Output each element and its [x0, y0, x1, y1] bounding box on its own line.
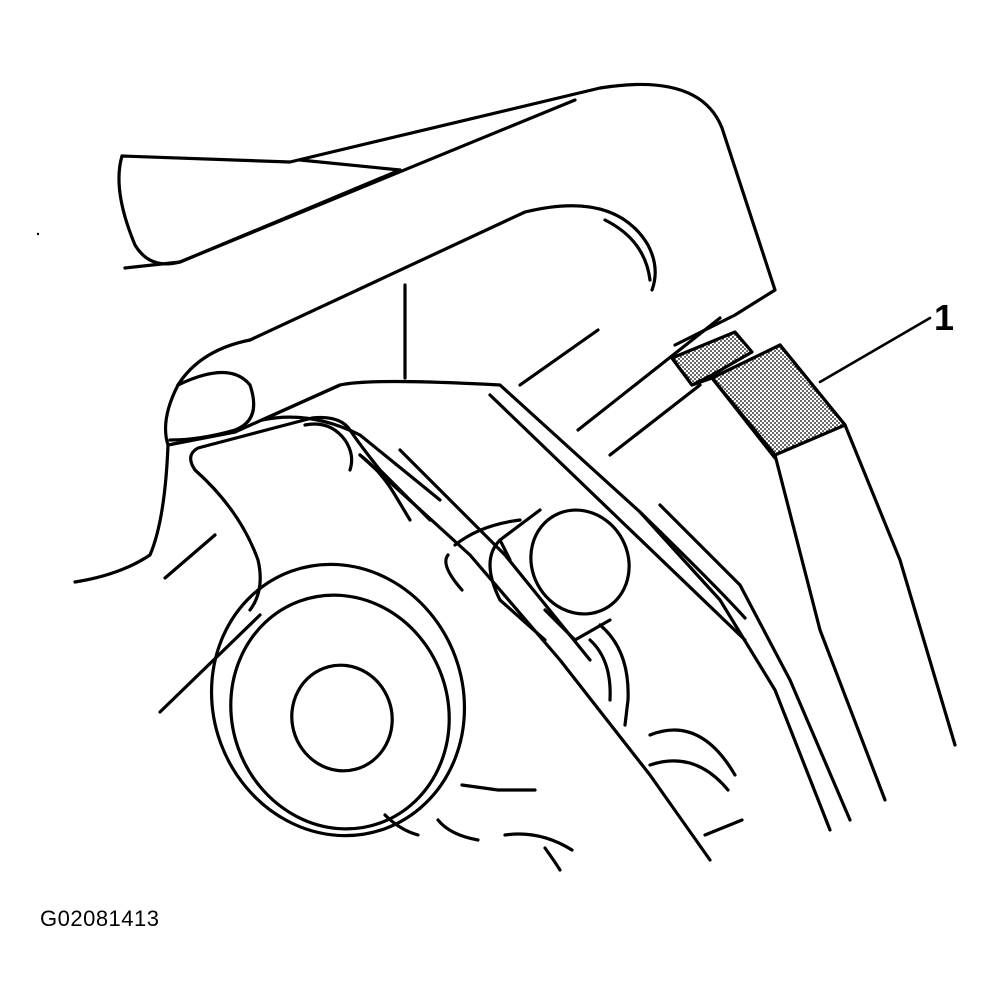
callout-number-1: 1 [934, 297, 955, 338]
shaded-region-large [710, 343, 847, 457]
caliper-housing-arm [117, 82, 777, 457]
highlighted-area [670, 330, 847, 457]
housing-body [73, 338, 262, 714]
piston-bore [209, 562, 480, 842]
speck [36, 232, 40, 236]
lower-details [460, 728, 744, 872]
figure-id: G02081413 [40, 906, 160, 931]
callout-leader-line [818, 316, 932, 384]
caliper-bracket [189, 379, 852, 862]
shaded-region-small [670, 330, 754, 387]
guide-pin-bolt [444, 508, 631, 727]
